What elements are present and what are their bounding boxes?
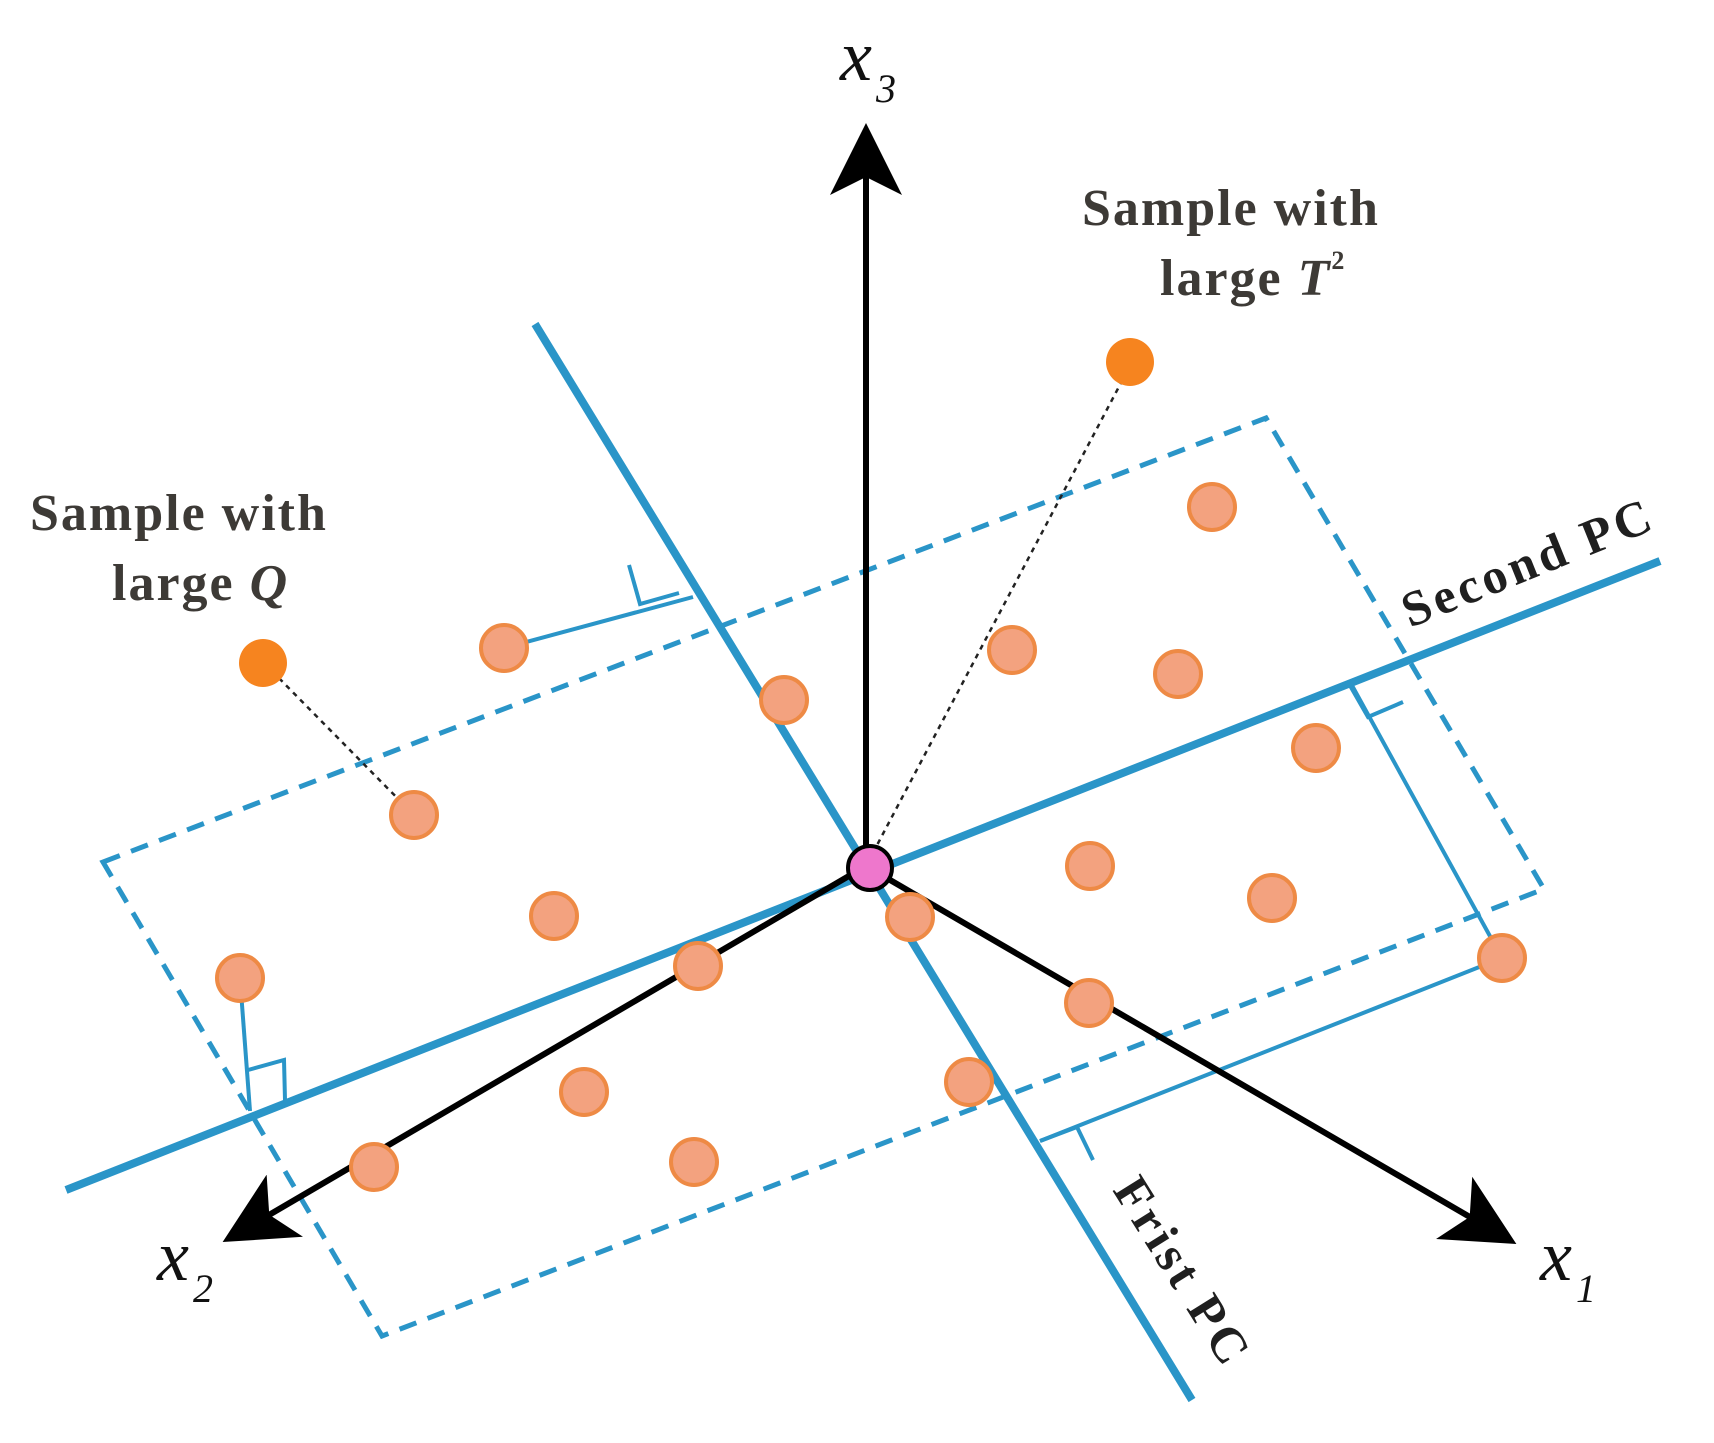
sample-point <box>389 790 439 840</box>
sample-point <box>1187 482 1237 532</box>
sample-point <box>1477 933 1527 983</box>
samples <box>215 482 1527 1192</box>
large-q-annotation-line1: Sample with <box>30 485 328 542</box>
sample-point <box>1153 649 1203 699</box>
sample-large-t2 <box>1106 338 1154 386</box>
sample-point <box>987 625 1037 675</box>
sample-point <box>1291 723 1341 773</box>
sample-point <box>885 892 935 942</box>
x1-axis <box>864 863 1517 1245</box>
right-angle-marker-icon <box>627 564 680 607</box>
x2-axis <box>222 863 868 1243</box>
sample-point <box>944 1057 994 1107</box>
sample-point <box>673 941 723 991</box>
large-q-annotation-line2: large Q <box>112 555 289 612</box>
right-angle-marker-icon <box>1039 1124 1095 1161</box>
sample-point <box>1065 841 1115 891</box>
projection-line-first-pc <box>503 595 694 650</box>
projection-line-right-upper <box>1347 679 1504 959</box>
sample-point <box>1247 873 1297 923</box>
first-pc-label: Frist PC <box>1103 1166 1264 1377</box>
large-t2-annotation-line1: Sample with <box>1082 180 1380 237</box>
sample-point <box>1064 978 1114 1028</box>
sample-point <box>479 623 529 673</box>
t2-projection-dash <box>864 361 1134 867</box>
origin-point <box>846 844 894 892</box>
sample-point <box>559 1067 609 1117</box>
pc-plane-dashed <box>99 414 1548 1340</box>
large-t2-annotation-line2: large T2 <box>1160 246 1346 307</box>
right-angle-marker-icon <box>247 1057 287 1101</box>
sample-point <box>669 1137 719 1187</box>
sample-point <box>349 1142 399 1192</box>
right-angle-marker-icon <box>1346 681 1404 720</box>
sample-point <box>529 891 579 941</box>
sample-point <box>215 953 265 1003</box>
sample-large-q <box>239 639 287 687</box>
projection-line-right-lower <box>1039 956 1503 1143</box>
sample-point <box>759 675 809 725</box>
